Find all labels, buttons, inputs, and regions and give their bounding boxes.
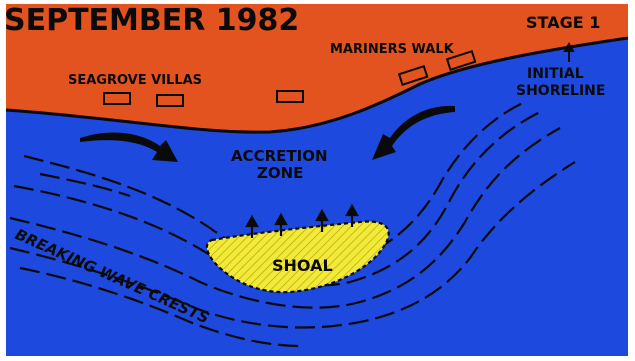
zone-label: ZONE (257, 164, 303, 182)
shoal-arrow-1 (245, 214, 259, 238)
wave-crest-2 (13, 111, 541, 287)
seagrove-building-2 (156, 94, 184, 107)
shoal-area (205, 220, 390, 294)
land-area (6, 4, 628, 133)
shoal-label: SHOAL (272, 256, 333, 275)
arrow-right (372, 105, 455, 160)
shoal-arrow-4 (345, 203, 359, 227)
building-markers (103, 49, 477, 107)
title: SEPTEMBER 1982 (4, 3, 299, 38)
wave-crests (9, 100, 576, 348)
mariners-walk-label: MARINERS WALK (330, 42, 455, 57)
shoreline-label: SHORELINE (516, 83, 605, 99)
mariners-building-1 (397, 64, 429, 86)
mariners-building-2 (445, 49, 477, 71)
initial-label: INITIAL (527, 66, 584, 82)
mid-building (276, 90, 304, 103)
shoreline (5, 36, 629, 134)
seagrove-villas-label: SEAGROVE VILLAS (68, 73, 202, 88)
wave-crest-3 (9, 127, 561, 309)
wave-crest-5 (19, 266, 301, 348)
initial-shoreline-pointer (563, 41, 575, 62)
shoal-arrow-3 (315, 208, 329, 232)
shoal-arrow-2 (274, 212, 288, 236)
arrow-left (80, 132, 178, 162)
wave-crest-4 (9, 161, 576, 329)
seagrove-building-1 (103, 92, 131, 105)
shoal-arrows (245, 203, 359, 238)
accretion-label: ACCRETION (231, 147, 328, 165)
wave-crest-6 (39, 172, 131, 198)
stage-label: STAGE 1 (526, 13, 600, 32)
